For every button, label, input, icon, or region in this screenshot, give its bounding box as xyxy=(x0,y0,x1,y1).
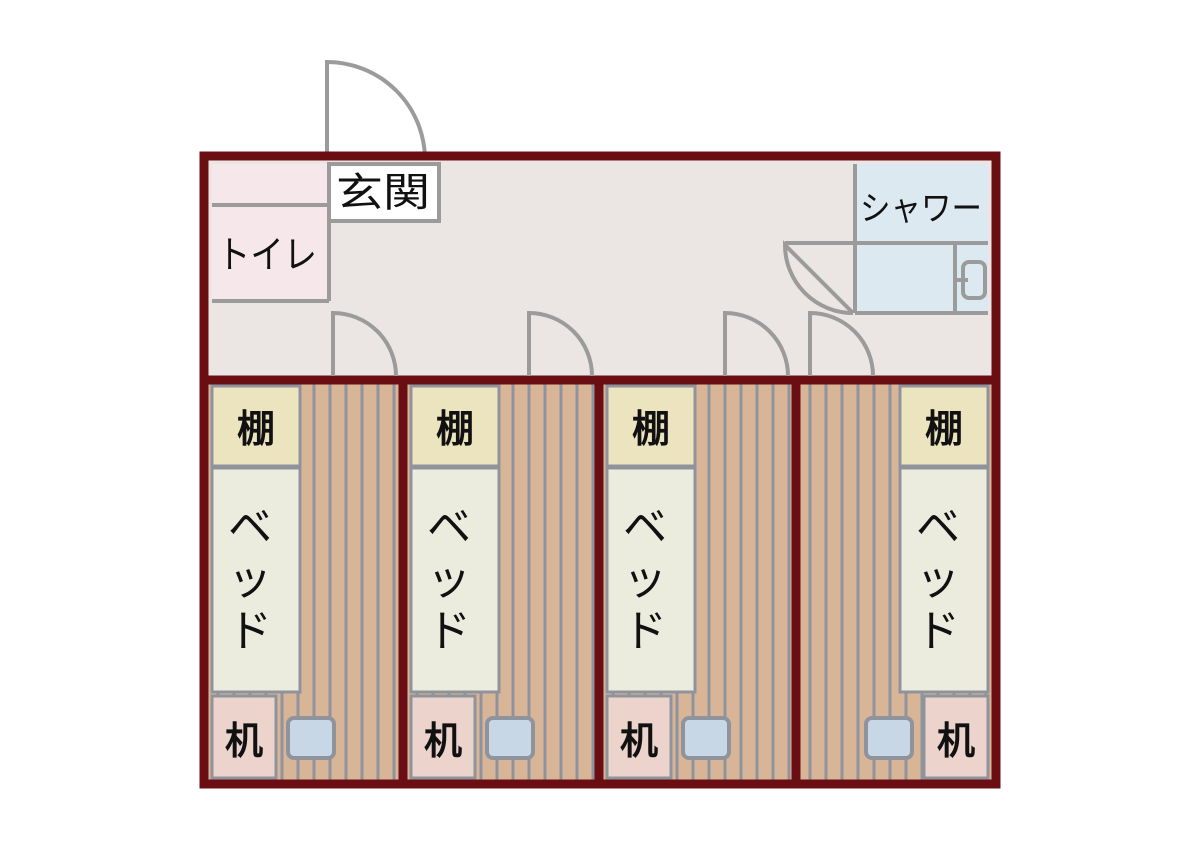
bed xyxy=(409,466,501,694)
bed-label: ド xyxy=(623,606,667,657)
desk xyxy=(409,694,477,780)
desk-label: 机 xyxy=(225,719,263,763)
room-door-swing[interactable] xyxy=(723,310,790,377)
chair xyxy=(286,716,336,760)
room-door-swing[interactable] xyxy=(527,310,594,377)
shelf-label: 棚 xyxy=(632,407,670,451)
bed-label: ッ xyxy=(916,554,960,605)
bed-label: ベ xyxy=(623,502,667,553)
toilet-label: トイレ xyxy=(217,233,317,277)
bed-label: ド xyxy=(228,606,272,657)
bed-label: ベ xyxy=(427,502,471,553)
desk-label: 机 xyxy=(620,719,658,763)
chair xyxy=(864,716,914,760)
bed-label: ド xyxy=(427,606,471,657)
room-door-swing[interactable] xyxy=(808,310,875,377)
desk xyxy=(210,694,278,780)
bed-label: ッ xyxy=(228,554,272,605)
room-door-swing[interactable] xyxy=(331,310,398,377)
bed xyxy=(898,466,990,694)
shower-label: シャワー xyxy=(860,189,982,229)
bed-label: ッ xyxy=(623,554,667,605)
shelf xyxy=(605,384,697,468)
bed xyxy=(210,466,302,694)
bed-label: ベ xyxy=(916,502,960,553)
bed xyxy=(605,466,697,694)
shower-door-swing xyxy=(782,240,855,315)
genkan-box xyxy=(327,162,441,223)
bed-label: ベ xyxy=(228,502,272,553)
toilet-area xyxy=(212,164,329,301)
shelf-label: 棚 xyxy=(925,407,963,451)
chair xyxy=(681,716,731,760)
entrance-door-swing xyxy=(325,59,427,159)
bed-label: ド xyxy=(916,606,960,657)
shelf xyxy=(210,384,302,468)
desk xyxy=(922,694,990,780)
chair xyxy=(485,716,535,760)
genkan-label: 玄関 xyxy=(336,170,430,216)
shelf-label: 棚 xyxy=(436,407,474,451)
bed-label: ッ xyxy=(427,554,471,605)
desk-label: 机 xyxy=(937,719,975,763)
desk xyxy=(605,694,673,780)
shelf xyxy=(409,384,501,468)
shelf-label: 棚 xyxy=(237,407,275,451)
shelf xyxy=(898,384,990,468)
desk-label: 机 xyxy=(424,719,462,763)
